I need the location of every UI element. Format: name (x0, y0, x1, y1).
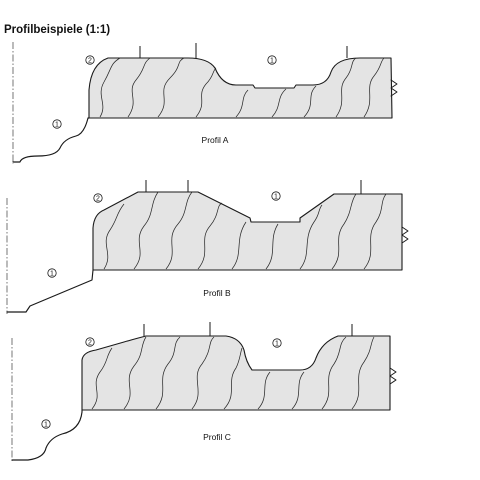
svg-text:1: 1 (55, 122, 59, 129)
profile-b-grain (103, 191, 387, 270)
profile-b: 1 2 1 Profil B (6, 180, 409, 314)
profile-b-wood-section (92, 191, 403, 271)
profile-c-marker-base: 1 (41, 419, 51, 429)
profile-a-marker-base: 1 (52, 119, 62, 129)
profile-c-marker-recess: 1 (272, 338, 282, 348)
profile-b-marker-base: 1 (47, 268, 57, 278)
svg-text:1: 1 (44, 422, 48, 429)
profile-a-label: Profil A (202, 135, 229, 145)
profile-a-break-mark (390, 79, 398, 97)
svg-text:1: 1 (275, 341, 279, 348)
svg-text:1: 1 (50, 271, 54, 278)
profile-b-base-contour (6, 269, 94, 313)
profile-a: 1 2 1 Profil A (12, 42, 398, 164)
profile-c-marker-edge: 2 (85, 337, 95, 347)
profile-b-break-mark (401, 226, 409, 244)
profile-a-marker-recess: 1 (267, 55, 277, 65)
profile-c-base-contour (11, 409, 83, 461)
profile-c-grain (91, 336, 375, 410)
profile-c-break-mark (389, 367, 397, 385)
profile-a-marker-edge: 2 (85, 55, 95, 65)
profile-a-grain (99, 57, 385, 118)
svg-text:1: 1 (270, 58, 274, 65)
profile-a-base-contour (12, 117, 90, 163)
svg-text:2: 2 (88, 340, 92, 347)
profile-b-marker-edge: 2 (93, 193, 103, 203)
page-title: Profilbeispiele (1:1) (4, 24, 111, 36)
profile-b-label: Profil B (203, 288, 231, 298)
profile-c-label: Profil C (203, 432, 231, 442)
svg-text:2: 2 (96, 196, 100, 203)
profile-b-marker-recess: 1 (271, 191, 281, 201)
profile-a-wood-section (88, 57, 393, 119)
profile-c-wood-section (81, 335, 391, 411)
svg-text:2: 2 (88, 58, 92, 65)
profile-c: 1 2 1 Profil C (11, 322, 397, 462)
svg-text:1: 1 (274, 194, 278, 201)
